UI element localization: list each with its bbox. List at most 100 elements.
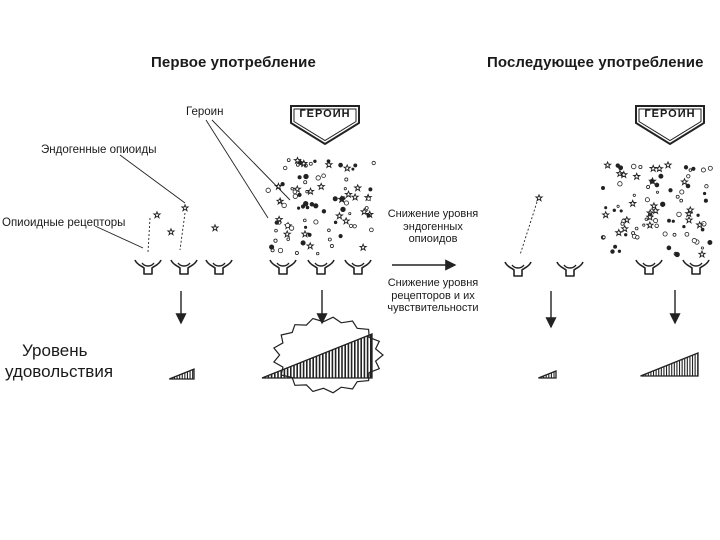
heroin-dot — [365, 206, 368, 209]
heroin-star — [687, 207, 693, 213]
heroin-dot — [296, 163, 299, 166]
heroin-star — [603, 212, 609, 218]
heroin-dot — [339, 234, 342, 237]
heroin-dot — [278, 200, 281, 203]
heroin-dot — [287, 238, 290, 241]
heroin-star — [630, 200, 636, 206]
heroin-dot — [322, 174, 326, 178]
heroin-dot — [304, 174, 309, 179]
heroin-dot — [328, 229, 331, 232]
heroin-dot — [708, 166, 712, 170]
heroin-dot — [354, 164, 357, 167]
heroin-dot — [322, 210, 326, 214]
pointer-lines-left — [95, 120, 537, 255]
receptors-first-natural — [135, 260, 232, 274]
heroin-dot — [631, 164, 636, 169]
heroin-dot — [680, 199, 683, 202]
heroin-star — [656, 166, 662, 172]
heroin-dot — [617, 205, 619, 207]
pleasure-level-later-natural — [538, 371, 556, 378]
heroin-dot — [632, 232, 635, 235]
heroin-star — [616, 230, 622, 236]
heroin-star — [650, 165, 656, 171]
heroin-star — [622, 226, 628, 232]
heroin-dot — [663, 232, 667, 236]
heroin-star — [318, 183, 324, 189]
heroin-dot — [349, 213, 351, 215]
heroin-dot — [304, 181, 307, 184]
heroin-dot — [618, 250, 621, 253]
heroin-dot — [339, 163, 343, 167]
heroin-dot — [310, 202, 314, 206]
heroin-dot — [655, 183, 659, 187]
heroin-dot — [616, 164, 620, 168]
heroin-dot — [304, 226, 306, 228]
heroin-particles-first — [266, 157, 375, 254]
heroin-star — [345, 191, 351, 197]
heroin-dot — [705, 185, 708, 188]
heroin-dot — [643, 224, 645, 226]
heroin-dot — [692, 167, 695, 170]
heroin-dot — [369, 188, 372, 191]
heroin-dot — [353, 225, 356, 228]
heroin-dot — [684, 166, 687, 169]
heroin-dot — [701, 247, 703, 249]
heroin-dot — [289, 226, 293, 230]
pleasure-level-first-natural — [169, 369, 194, 379]
heroin-dot — [635, 227, 638, 230]
heroin-dot — [333, 197, 337, 201]
wedge-outline — [538, 371, 556, 378]
heroin-dot — [370, 228, 374, 232]
heroin-star — [681, 179, 687, 185]
heroin-dot — [667, 219, 670, 222]
heroin-dot — [655, 224, 659, 228]
heroin-dot — [291, 188, 293, 190]
heroin-dot — [676, 195, 679, 198]
heroin-dot — [645, 218, 647, 220]
endogenous-star-later — [536, 195, 542, 201]
heroin-dot — [620, 210, 622, 212]
heroin-dot — [687, 175, 690, 178]
heroin-dot — [618, 182, 622, 186]
heroin-star — [284, 231, 290, 237]
heroin-star — [653, 208, 659, 214]
heroin-star — [355, 185, 361, 191]
heroin-dot — [344, 188, 346, 190]
heroin-star — [352, 194, 358, 200]
heroin-star — [605, 162, 611, 168]
heroin-star — [634, 173, 640, 179]
heroin-dot — [660, 202, 665, 207]
pleasure-level-later-heroin — [641, 353, 698, 376]
heroin-dot — [309, 162, 312, 165]
heroin-dot — [645, 198, 649, 202]
heroin-dot — [701, 228, 704, 231]
heroin-dot — [605, 207, 607, 209]
heroin-dot — [639, 165, 642, 168]
heroin-dot — [633, 194, 635, 196]
heroin-dot — [352, 168, 354, 170]
endogenous-stars-first — [154, 205, 218, 235]
heroin-dot — [683, 225, 686, 228]
heroin-dot — [621, 222, 624, 225]
heroin-star — [665, 162, 671, 168]
heroin-dot — [697, 214, 699, 216]
heroin-dot — [673, 233, 676, 236]
heroin-dot — [602, 236, 605, 239]
heroin-dot — [636, 236, 640, 240]
heroin-dot — [293, 194, 297, 198]
heroin-dot — [344, 201, 348, 205]
heroin-dot — [298, 176, 301, 179]
heroin-dot — [301, 241, 305, 245]
heroin-dot — [345, 178, 348, 181]
heroin-dot — [327, 160, 330, 163]
heroin-dot — [306, 206, 309, 209]
heroin-dot — [274, 239, 277, 242]
heroin-dot — [704, 199, 707, 202]
heroin-star — [307, 243, 313, 249]
heroin-dot — [308, 233, 311, 236]
heroin-dot — [672, 220, 674, 222]
heroin-dot — [613, 209, 616, 212]
heroin-dot — [677, 212, 682, 217]
heroin-dot — [275, 221, 279, 225]
